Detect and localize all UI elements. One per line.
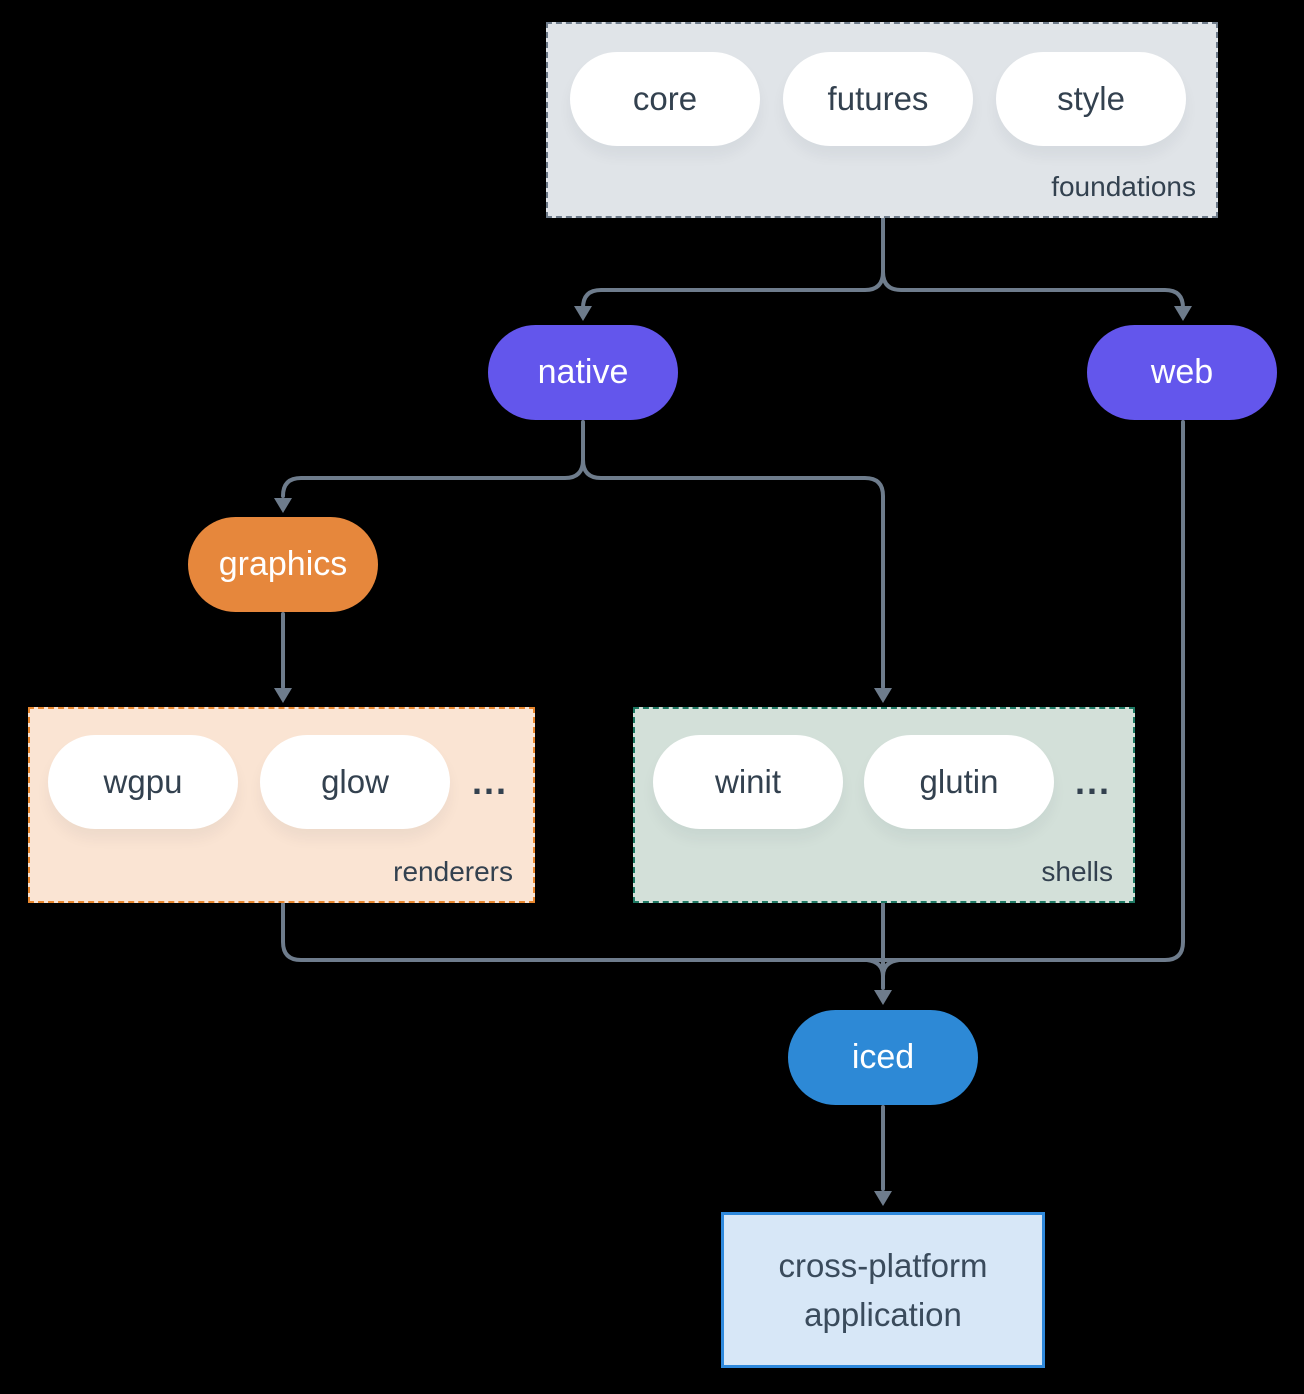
node-glow: glow (260, 735, 450, 829)
merge-flare-left (865, 958, 885, 978)
shells-ellipsis: ... (1075, 761, 1112, 802)
node-graphics: graphics (188, 517, 378, 612)
renderers-ellipsis: ... (472, 761, 509, 802)
group-renderers-label: renderers (393, 856, 513, 887)
arrowhead-graphics (274, 498, 292, 513)
connector-renderers-to-merge (281, 902, 867, 962)
node-iced: iced (788, 1010, 978, 1105)
group-shells: winit glutin ... shells (633, 707, 1135, 903)
node-core: core (570, 52, 760, 146)
arrowhead-app (874, 1191, 892, 1206)
arrowhead-web (1174, 306, 1192, 321)
app-label-line1: cross-platform (778, 1247, 988, 1284)
arrowhead-shells (874, 688, 892, 703)
arrowhead-native (574, 306, 592, 321)
connector-native-to-shells (581, 458, 885, 689)
group-shells-label: shells (1041, 856, 1113, 887)
node-cross-platform-application: cross-platform application (721, 1212, 1045, 1368)
node-iced-label: iced (851, 1038, 915, 1076)
merge-flare-right (881, 958, 901, 978)
node-winit: winit (653, 735, 843, 829)
node-wgpu: wgpu (48, 735, 238, 829)
node-futures-label: futures (827, 80, 929, 117)
node-web: web (1087, 325, 1277, 420)
node-glutin: glutin (864, 735, 1054, 829)
node-style-label: style (1057, 80, 1125, 117)
group-foundations: core futures style foundations (546, 22, 1218, 218)
connector-web-to-merge (899, 420, 1185, 962)
group-foundations-label: foundations (1051, 171, 1196, 202)
node-winit-label: winit (714, 763, 782, 800)
node-web-label: web (1150, 353, 1214, 391)
arrowhead-iced (874, 990, 892, 1005)
node-wgpu-label: wgpu (103, 763, 183, 800)
arrowhead-renderers (274, 688, 292, 703)
node-glow-label: glow (321, 763, 389, 800)
node-core-label: core (632, 80, 698, 117)
node-style: style (996, 52, 1186, 146)
node-graphics-label: graphics (218, 545, 348, 583)
node-native: native (488, 325, 678, 420)
connector-native-to-graphics (281, 420, 585, 498)
node-native-label: native (537, 353, 629, 391)
group-renderers: wgpu glow ... renderers (28, 707, 535, 903)
node-glutin-label: glutin (919, 763, 999, 800)
connector-foundations-to-native (581, 214, 885, 310)
node-futures: futures (783, 52, 973, 146)
app-label-line2: application (804, 1296, 962, 1333)
connector-foundations-to-web (881, 270, 1185, 310)
